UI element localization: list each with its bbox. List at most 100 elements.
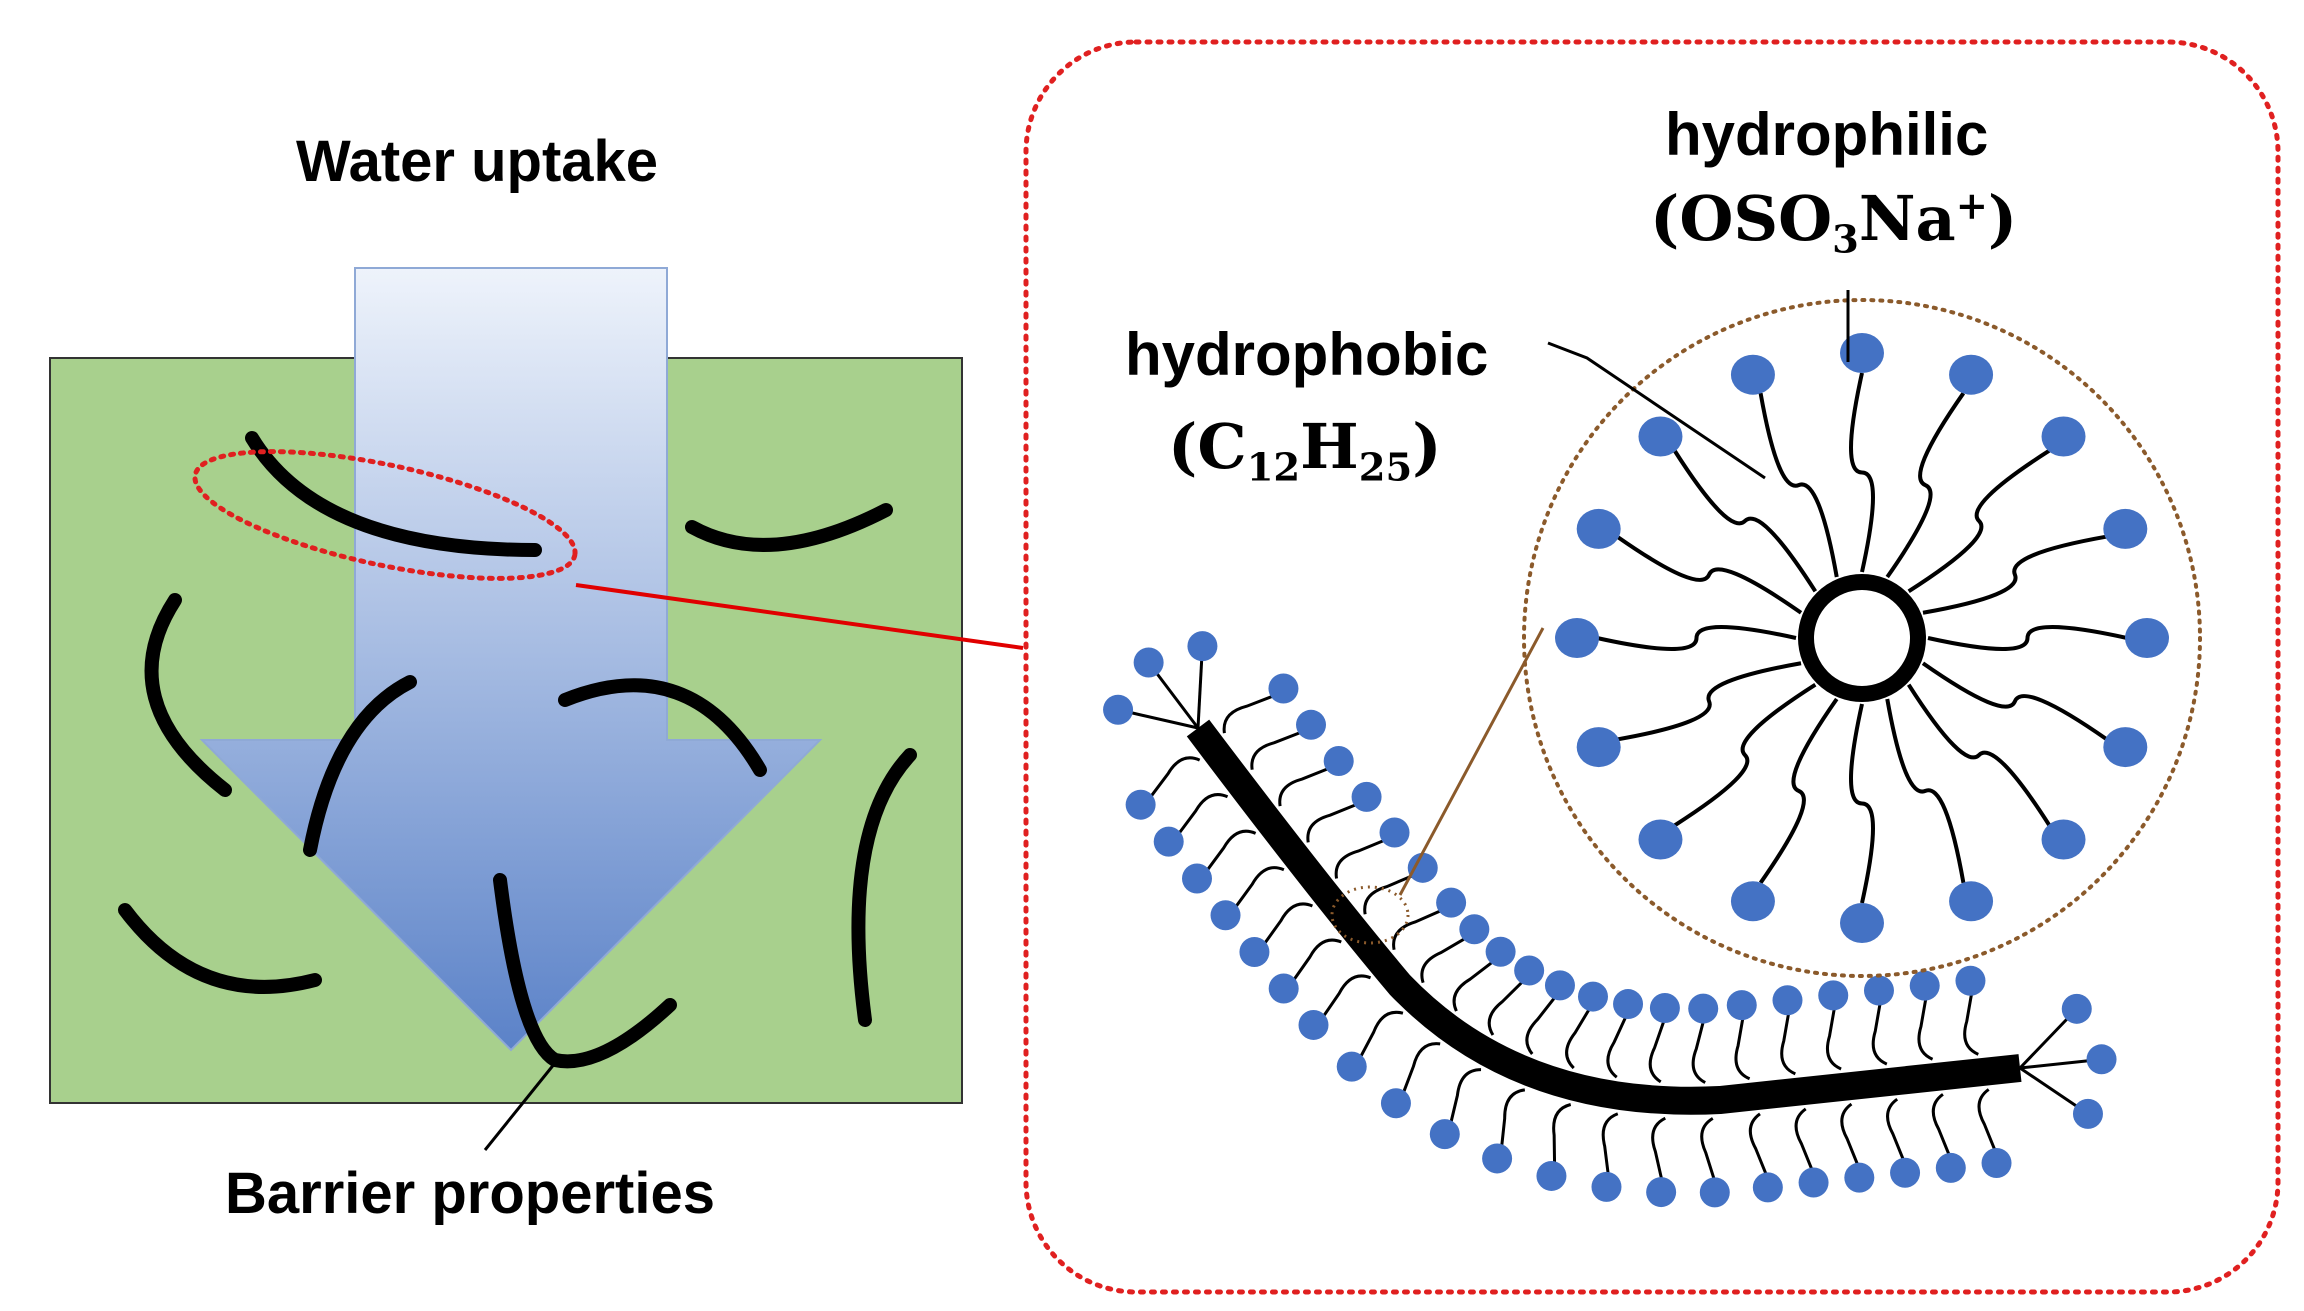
surfactant-head [1844,1162,1875,1193]
micelle-core [1798,574,1926,702]
surfactant-tail [1250,730,1303,770]
surfactant-tail [1321,974,1372,1019]
surfactant-head [1379,817,1410,848]
micelle-head [1949,881,1994,922]
platelet [685,503,893,552]
micelle-head [2041,416,2086,457]
surfactant-head [1591,1171,1622,1202]
micelle-boundary [1522,298,2202,978]
micelle-tail [1906,683,2052,827]
surfactant-head [1380,1088,1411,1119]
micelle-tail [1616,534,1803,615]
surfactant-head [1649,992,1680,1023]
platelet [558,678,767,777]
micelle-tail [1758,392,1839,578]
surfactant-head [1798,1167,1829,1198]
hydrophilic-label: hydrophilic [1665,101,1989,168]
surfactant-head [1210,900,1241,931]
surfactant-tail [1601,1112,1619,1176]
platelet [303,675,417,857]
surfactant-head [1296,709,1327,740]
surfactant-head [1909,970,1940,1001]
surfactant-head [1726,990,1757,1021]
platelet [118,903,322,994]
surfactant-tail [1931,1093,1951,1157]
micelle-tail [1922,534,2108,615]
hydrophobic-pointer-line [1547,341,1766,480]
micelle-head [2041,819,2086,860]
surfactant-head [1485,936,1516,967]
micelle-tail [1885,698,1966,884]
micelle [1555,333,2169,943]
surfactant-head [1514,955,1545,986]
surfactant-head [1181,863,1212,894]
surfactant-tail [2019,1059,2090,1070]
surfactant-tail [1963,992,1979,1056]
surfactant-tail [1648,1019,1666,1084]
platelet [144,593,232,797]
micelle-source-ellipse [1330,885,1410,945]
surfactant-tail [1552,1103,1572,1165]
zoom-box [1023,39,2281,1295]
surfactant-tail [1177,793,1229,836]
surfactant-head [1772,985,1803,1016]
surfactant-head [1407,852,1438,883]
surfactant-head [1153,826,1184,857]
micelle-head [2125,618,2169,658]
micelle-head [2103,508,2148,549]
micelle-head [1638,819,1683,860]
barrier-pointer-line [483,1062,557,1151]
barrier-properties-label: Barrier properties [225,1161,715,1226]
surfactant-head [1935,1152,1966,1183]
surfactant-tail [1525,995,1557,1055]
highlight-ellipse [192,449,578,581]
surfactant-tail [1651,1116,1667,1181]
surfactant-tail [1487,979,1525,1036]
surfactant-tail [1205,829,1257,873]
surfactant-tail [1291,938,1342,982]
micelle-tail [1849,372,1875,573]
micelle-tail [1672,449,1818,593]
surfactant-head [1187,631,1218,662]
surfactant-tail [1917,997,1934,1061]
surfactant-tail [1734,1016,1751,1081]
platelet [245,431,542,557]
surfactant-tail [1222,694,1275,734]
surfactant-head [1613,989,1644,1020]
surfactant-head [1133,647,1164,678]
surfactant-tail [1700,1117,1716,1181]
surfactant-tail [1306,802,1358,843]
surfactant-head [1482,1143,1513,1174]
micelle-tail [1849,703,1875,904]
coated-platelet [1103,631,2117,1208]
surfactant-tail [1449,1068,1482,1124]
surfactant-head [1646,1177,1677,1208]
hydrophilic-formula: (OSO3Na+) [1650,182,2018,263]
micelle-head [2103,727,2148,768]
surfactant-head [1818,980,1849,1011]
micelle-head [1730,354,1775,395]
surfactant-tail [1278,766,1330,807]
micelle-head [1576,727,1621,768]
surfactant-tail [1825,1007,1842,1071]
surfactant-tail [1262,902,1314,946]
clay-platelets [118,431,917,1069]
surfactant-tail [1794,1107,1814,1172]
micelle-tail [1758,697,1839,884]
surfactant-tail [1363,873,1414,915]
micelle-head [1638,416,1683,457]
surfactant-tails [1129,658,2090,1181]
surfactant-tail [1233,866,1285,909]
surfactant-tail [1886,1097,1906,1162]
micelle-head [1576,508,1621,549]
surfactant-tail [1392,908,1443,951]
micelle-tail [1907,448,2051,594]
water-uptake-arrow [199,267,823,1052]
surfactant-head [1863,975,1894,1006]
surfactant-head [1239,936,1270,967]
hydrophobic-formula: (C12H25) [1168,410,1442,491]
surfactant-tail [1606,1015,1628,1079]
platelet [493,873,677,1069]
micelle-head [1555,618,1599,658]
